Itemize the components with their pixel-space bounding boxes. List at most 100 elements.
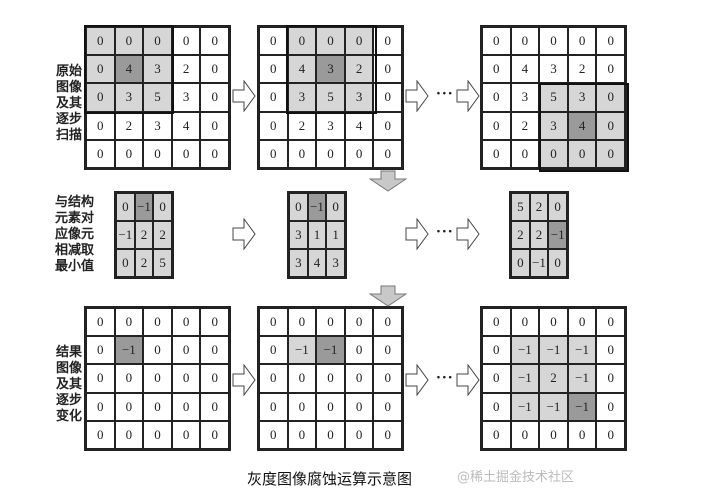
grid-cell: −1 <box>567 336 597 365</box>
grid-cell: 0 <box>259 308 288 337</box>
grid-cell: 0 <box>171 364 201 393</box>
grid-cell: 0 <box>373 139 402 168</box>
grid-cell: 0 <box>316 308 345 337</box>
grid-cell: 1 <box>326 221 345 249</box>
grid-cell: 0 <box>143 139 172 168</box>
grid-cell: 0 <box>259 420 288 449</box>
grid-cell: 2 <box>529 193 549 221</box>
grid-cell: 0 <box>259 55 288 84</box>
arrow-right-icon <box>456 80 480 112</box>
grid-cell: 0 <box>344 420 374 449</box>
grid-cell: 0 <box>539 420 568 449</box>
grid-cell: 5 <box>511 193 530 221</box>
ellipsis: ··· <box>436 370 454 386</box>
grid-cell: −1 <box>567 392 597 421</box>
grid-cell: 0 <box>344 336 374 365</box>
grid-cell: 0 <box>316 364 345 393</box>
grid-cell: 2 <box>287 111 317 140</box>
grid-cell: 1 <box>307 221 327 249</box>
label-line: 最小值 <box>54 259 94 274</box>
grid-cell: 0 <box>596 139 625 168</box>
grid-cell: 0 <box>596 364 625 393</box>
grid-cell: 0 <box>373 392 402 421</box>
grid-cell: 0 <box>143 308 172 337</box>
grid-cell: 2 <box>511 221 530 249</box>
grid-cell: 0 <box>289 193 308 221</box>
grid-cell: 0 <box>171 420 201 449</box>
label-line: 结果 <box>55 345 82 360</box>
grid-cell: 2 <box>134 249 154 277</box>
grid-cell: −1 <box>316 336 345 365</box>
grid-cell: 0 <box>373 83 402 112</box>
grid-cell: 0 <box>596 336 625 365</box>
grid-cell: 2 <box>529 221 549 249</box>
grid-cell: 0 <box>482 111 511 140</box>
grid-cell: 0 <box>86 364 115 393</box>
grid-cell: 3 <box>510 83 540 112</box>
grid-cell: 0 <box>114 420 144 449</box>
grid-cell: 0 <box>344 27 374 56</box>
grid-cell: 0 <box>171 27 201 56</box>
grid-cell: 2 <box>153 221 172 249</box>
grid-cell: 0 <box>316 392 345 421</box>
grid-cell: −1 <box>567 364 597 393</box>
grid-cell: 0 <box>510 27 540 56</box>
grid-cell: 0 <box>596 83 625 112</box>
grid-cell: 0 <box>567 27 597 56</box>
grid-cell: 0 <box>86 55 115 84</box>
ellipsis: ··· <box>436 224 454 240</box>
grid-cell: 0 <box>116 193 135 221</box>
grid-cell: −1 <box>529 249 549 277</box>
grid-cell: 0 <box>287 364 317 393</box>
grid-cell: 3 <box>171 83 201 112</box>
arrow-right-icon <box>405 218 429 250</box>
grid-cell: 0 <box>482 364 511 393</box>
grid-cell: −1 <box>510 336 540 365</box>
grid-cell: 0 <box>86 27 115 56</box>
grid-cell: 0 <box>511 249 530 277</box>
grid-cell: 0 <box>259 336 288 365</box>
grid-cell: 4 <box>114 55 144 84</box>
grid-cell: 0 <box>482 27 511 56</box>
grid-cell: 0 <box>200 364 229 393</box>
grid-cell: 0 <box>200 392 229 421</box>
grid-cell: 0 <box>373 27 402 56</box>
grid-cell: 0 <box>86 308 115 337</box>
grid-cell: 3 <box>344 83 374 112</box>
grid-cell: 4 <box>307 249 327 277</box>
grid-cell: 0 <box>344 308 374 337</box>
grid-cell: −1 <box>287 336 317 365</box>
grid-cell: 0 <box>200 139 229 168</box>
grid-cell: 0 <box>373 364 402 393</box>
watermark: @稀土掘金技术社区 <box>457 470 575 485</box>
grid-cell: 0 <box>143 420 172 449</box>
grid-cell: 0 <box>114 27 144 56</box>
grid-cell: 3 <box>316 55 345 84</box>
grid-cell: 0 <box>143 364 172 393</box>
grid-cell: 4 <box>567 111 597 140</box>
arrow-right-icon <box>232 80 256 112</box>
label-line: 及其 <box>55 377 82 392</box>
grid-cell: 0 <box>539 27 568 56</box>
arrow-right-icon <box>405 364 429 396</box>
grid-cell: 0 <box>373 336 402 365</box>
arrow-right-icon <box>456 218 480 250</box>
label-line: 逐步 <box>55 393 82 408</box>
grid-cell: 0 <box>86 139 115 168</box>
grid-cell: 0 <box>510 308 540 337</box>
grid-cell: 5 <box>316 83 345 112</box>
grid-cell: 0 <box>200 420 229 449</box>
grid-cell: 0 <box>596 55 625 84</box>
grid-cell: 0 <box>373 420 402 449</box>
grid-cell: 0 <box>143 392 172 421</box>
grid-cell: 0 <box>171 336 201 365</box>
grid-cell: 0 <box>596 392 625 421</box>
grid-cell: 3 <box>316 111 345 140</box>
grid-cell: 0 <box>373 111 402 140</box>
grid-cell: 0 <box>200 55 229 84</box>
